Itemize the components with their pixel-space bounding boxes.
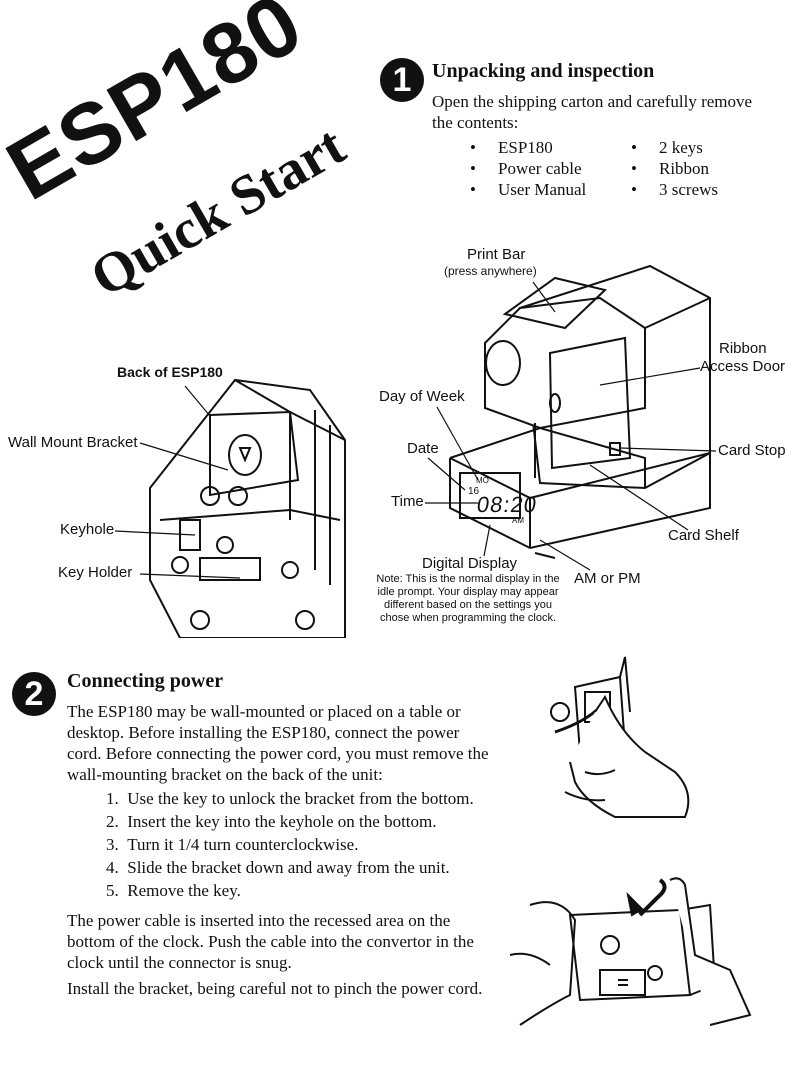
card-stop-label: Card Stop [718,442,786,459]
list-item: 3. Turn it 1/4 turn counterclockwise. [106,835,359,854]
print-bar-hint: (press anywhere) [444,264,537,278]
step1-intro-line1: Open the shipping carton and carefully r… [432,92,753,111]
step2-paragraph-2: The power cable is inserted into the rec… [67,910,474,973]
list-item: 5. Remove the key. [106,881,241,900]
ribbon-label: Ribbon [719,340,767,357]
list-item: 3 screws [631,179,718,200]
contents-list-col1: ESP180 Power cable User Manual [470,137,586,200]
lcd-ampm-readout: AM [512,516,524,525]
paragraph-line: The power cable is inserted into the rec… [67,911,451,930]
hand-key-illustration [545,652,705,822]
back-of-esp180-illustration [140,370,365,638]
list-item: Power cable [470,158,586,179]
paragraph-line: The ESP180 may be wall-mounted or placed… [67,702,461,721]
list-item: ESP180 [470,137,586,158]
print-bar-label: Print Bar [467,246,526,263]
step1-badge: 1 [380,58,424,102]
paragraph-line: bottom of the clock. Push the cable into… [67,932,474,951]
note-line: different based on the settings you [384,599,552,611]
list-item: 4. Slide the bracket down and away from … [106,858,450,877]
list-item: 2. Insert the key into the keyhole on th… [106,812,437,831]
step2-paragraph-3: Install the bracket, being careful not t… [67,979,483,998]
display-note: Note: This is the normal display in the … [368,573,568,625]
access-door-label: Access Door [700,358,786,375]
card-shelf-label: Card Shelf [668,527,739,544]
step1-intro-line2: the contents: [432,113,519,132]
power-cable-illustration [510,875,760,1030]
am-or-pm-label: AM or PM [574,570,641,587]
paragraph-line: clock until the connector is snug. [67,953,292,972]
list-item: 1. Use the key to unlock the bracket fro… [106,789,474,808]
lcd-day-readout: MO [476,476,489,485]
list-item: 2 keys [631,137,718,158]
time-label: Time [391,493,424,510]
paragraph-line: desktop. Before installing the ESP180, c… [67,723,460,742]
lcd-time-readout: 08:20 [475,492,539,517]
step1-heading: Unpacking and inspection [432,60,655,82]
list-item: User Manual [470,179,586,200]
contents-list-col2: 2 keys Ribbon 3 screws [631,137,718,200]
paragraph-line: wall-mounting bracket on the back of the… [67,765,383,784]
note-line: idle prompt. Your display may appear [377,586,559,598]
digital-display-label: Digital Display [422,555,518,572]
note-line: chose when programming the clock. [379,612,557,624]
step2-badge: 2 [12,672,56,716]
bracket-removal-steps: 1. Use the key to unlock the bracket fro… [106,787,474,902]
wall-mount-bracket-label: Wall Mount Bracket [8,434,138,451]
step2-heading: Connecting power [67,670,224,692]
lcd-date-readout: 16 [468,486,480,497]
list-item: Ribbon [631,158,718,179]
back-of-esp180-label: Back of ESP180 [117,364,223,380]
date-label: Date [407,440,439,457]
paragraph-line: cord. Before connecting the power cord, … [67,744,489,763]
key-holder-label: Key Holder [58,564,133,581]
step2-paragraph-1: The ESP180 may be wall-mounted or placed… [67,701,489,785]
day-of-week-label: Day of Week [379,388,465,405]
keyhole-label: Keyhole [60,521,115,538]
note-line: Note: This is the normal display in the [376,573,560,585]
